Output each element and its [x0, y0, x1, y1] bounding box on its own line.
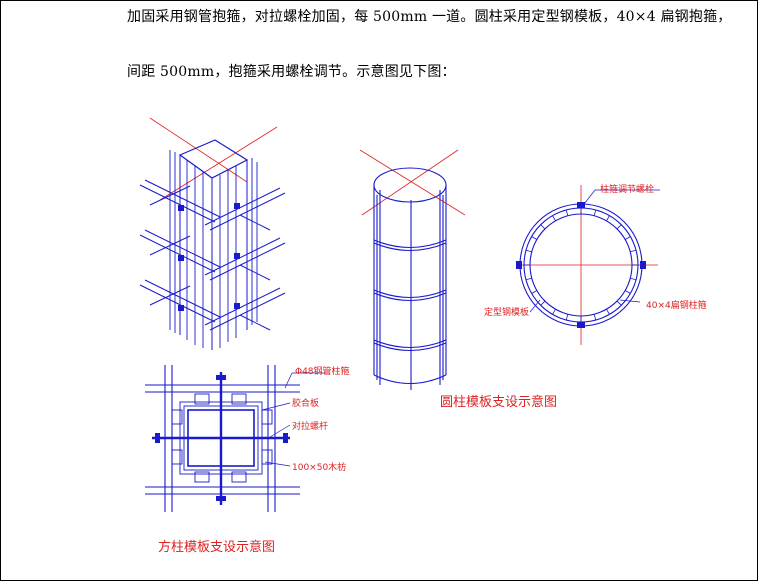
formwork-rib — [616, 300, 622, 306]
body-paragraph-2: 间距 500mm，抱箍采用螺栓调节。示意图见下图： — [127, 64, 456, 80]
label-tie-bolt: 对拉螺杆 — [292, 422, 329, 432]
formwork-rib — [552, 308, 556, 315]
formwork-rib — [624, 290, 631, 294]
label-adjust-bolt: 柱箍调节螺栓 — [600, 185, 655, 195]
formwork-rib — [565, 209, 569, 216]
formwork-rib — [531, 290, 538, 294]
formwork-rib — [531, 236, 538, 240]
round-column-elevation — [359, 149, 466, 390]
formwork-rib — [624, 236, 631, 240]
square-column-caption: 方柱模板支设示意图 — [158, 540, 276, 555]
square-column-isometric — [139, 117, 286, 350]
formwork-rib — [593, 314, 597, 321]
formwork-rib — [552, 215, 556, 222]
formwork-rib — [525, 249, 532, 253]
label-steel-pipe-hoop: Φ48钢管柱箍 — [295, 367, 350, 377]
formwork-rib — [606, 215, 610, 222]
round-column-caption: 圆柱模板支设示意图 — [440, 395, 558, 410]
formwork-rib — [525, 277, 532, 281]
formwork-rib — [593, 209, 597, 216]
formwork-rib — [540, 224, 546, 230]
formwork-rib — [616, 224, 622, 230]
formwork-rib — [630, 249, 637, 253]
formwork-rib — [540, 300, 546, 306]
formwork-rib — [630, 277, 637, 281]
formwork-rib — [565, 314, 569, 321]
square-column-plan — [145, 365, 330, 512]
formwork-rib — [606, 308, 610, 315]
label-timber: 100×50木枋 — [292, 463, 347, 473]
label-steel-formwork: 定型钢模板 — [484, 308, 530, 318]
round-column-plan — [516, 185, 660, 345]
label-plywood: 胶合板 — [292, 399, 320, 409]
body-paragraph-1: 加固采用钢管抱箍，对拉螺栓加固，每 500mm 一道。圆柱采用定型钢模板，40×… — [127, 9, 732, 25]
label-flat-steel-hoop: 40×4扁钢柱箍 — [646, 301, 707, 311]
